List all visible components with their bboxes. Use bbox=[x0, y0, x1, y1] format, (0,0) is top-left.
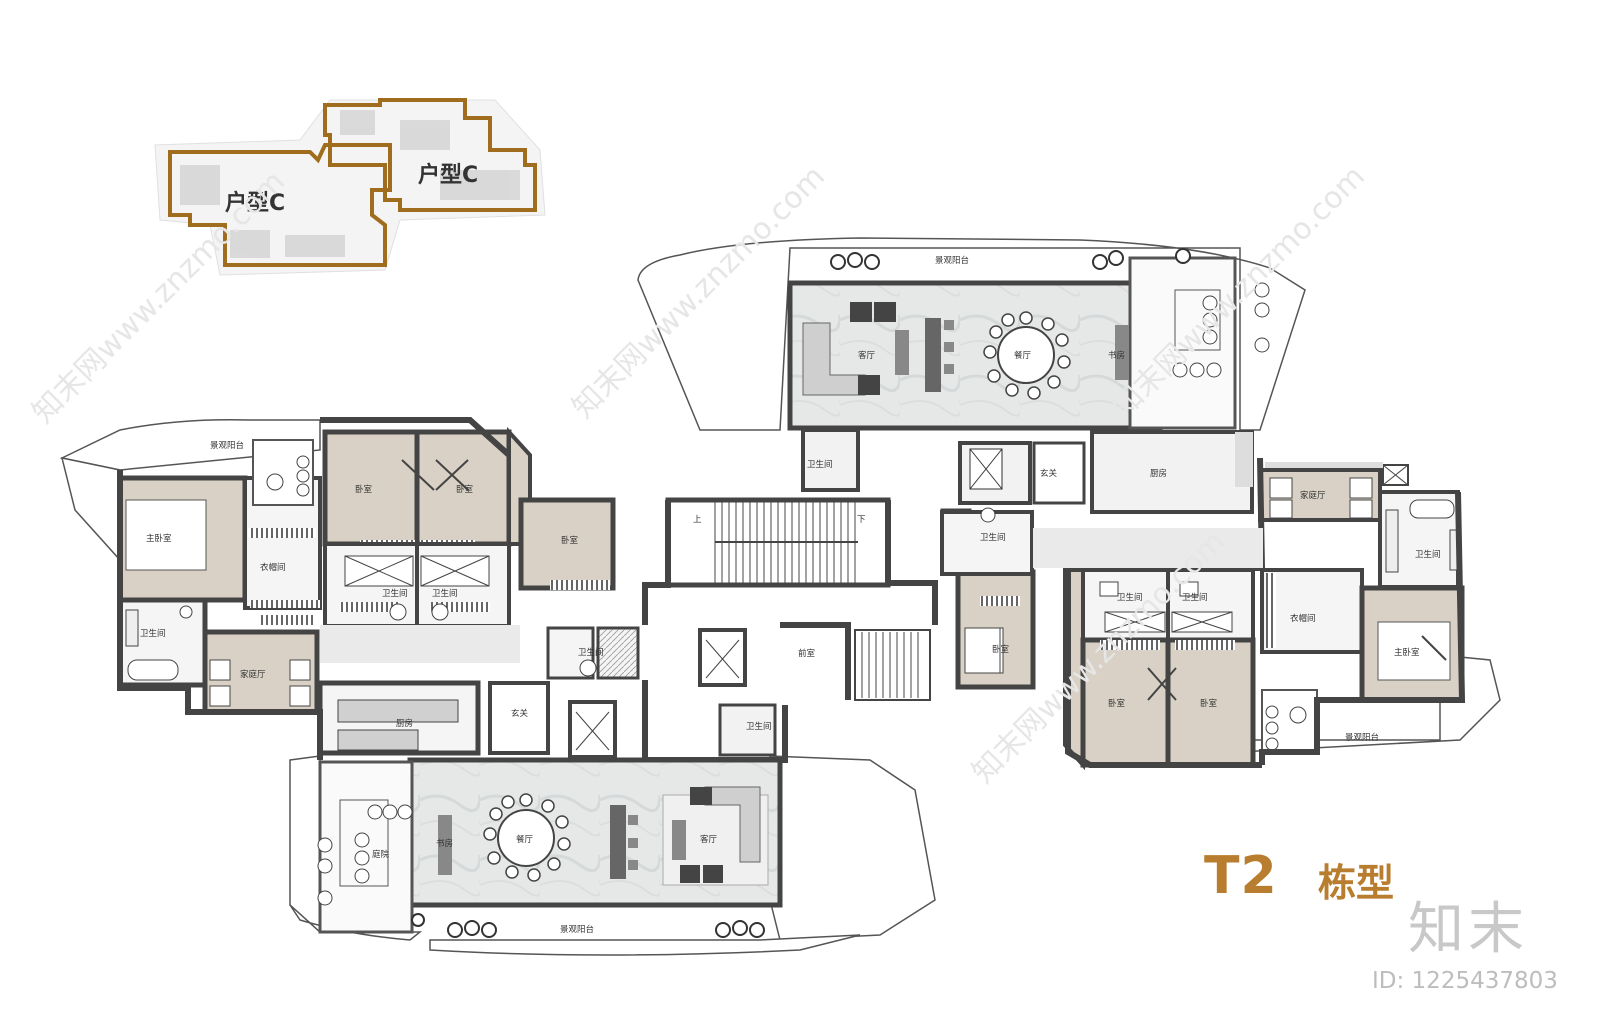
building-code: T2 bbox=[1204, 846, 1278, 906]
bottom-unit bbox=[317, 757, 783, 938]
label-core-front-room: 前室 bbox=[798, 648, 816, 659]
label-left-entry: 玄关 bbox=[511, 708, 529, 719]
label-bottom-balcony: 景观阳台 bbox=[560, 924, 594, 935]
watermark-logo: 知末 bbox=[1408, 897, 1528, 962]
key-plan: 户型C 户型C bbox=[154, 98, 546, 276]
label-left-wc2: 卫生间 bbox=[432, 588, 458, 599]
right-unit bbox=[940, 457, 1466, 771]
label-right-wc1: 卫生间 bbox=[1117, 592, 1143, 603]
label-right-wc2: 卫生间 bbox=[1182, 592, 1208, 603]
label-core-wc: 卫生间 bbox=[746, 721, 772, 732]
label-left-master: 主卧室 bbox=[146, 533, 172, 544]
label-bottom-study: 书房 bbox=[436, 838, 453, 849]
label-left-closet: 衣帽间 bbox=[260, 562, 286, 573]
label-right-closet: 衣帽间 bbox=[1290, 613, 1316, 624]
label-left-wc1: 卫生间 bbox=[382, 588, 408, 599]
label-left-master-wc: 卫生间 bbox=[140, 628, 166, 639]
top-unit bbox=[787, 248, 1270, 514]
room-labels: 景观阳台 客厅 餐厅 书房 卫生间 玄关 厨房 景观阳台 主卧室 衣帽间 卫生间… bbox=[140, 255, 1441, 935]
label-right-bed-small: 卧室 bbox=[992, 644, 1010, 655]
label-left-bed3: 卧室 bbox=[561, 535, 579, 546]
central-core bbox=[568, 497, 972, 763]
label-left-wc3: 卫生间 bbox=[578, 647, 604, 658]
label-top-study: 书房 bbox=[1108, 350, 1125, 361]
label-bottom-garden: 庭院 bbox=[372, 849, 390, 860]
left-unit bbox=[117, 417, 616, 760]
key-plan-unit-left: 户型C bbox=[225, 190, 285, 216]
label-left-kitchen: 厨房 bbox=[396, 718, 413, 729]
label-bottom-living: 客厅 bbox=[700, 834, 718, 845]
balcony-outlines bbox=[59, 237, 1501, 956]
key-plan-unit-right: 户型C bbox=[418, 162, 478, 188]
label-right-family: 家庭厅 bbox=[1300, 490, 1326, 501]
label-top-kitchen: 厨房 bbox=[1150, 468, 1167, 479]
label-bottom-dining: 餐厅 bbox=[516, 835, 534, 845]
label-right-master-wc: 卫生间 bbox=[1415, 549, 1441, 560]
label-right-balcony: 景观阳台 bbox=[1345, 732, 1379, 743]
label-top-wc: 卫生间 bbox=[807, 459, 833, 470]
label-right-bed1: 卧室 bbox=[1108, 698, 1126, 709]
label-left-bed1: 卧室 bbox=[355, 484, 373, 495]
label-core-down: 下 bbox=[857, 515, 866, 525]
label-right-bed2: 卧室 bbox=[1200, 698, 1218, 709]
label-left-balcony: 景观阳台 bbox=[210, 440, 244, 451]
label-left-family: 家庭厅 bbox=[240, 669, 266, 680]
label-top-living: 客厅 bbox=[858, 350, 876, 361]
label-top-balcony: 景观阳台 bbox=[935, 255, 969, 266]
label-right-wc-small: 卫生间 bbox=[980, 532, 1006, 543]
label-top-entry: 玄关 bbox=[1040, 468, 1058, 479]
building-type: 栋型 bbox=[1318, 861, 1395, 905]
label-left-bed2: 卧室 bbox=[456, 484, 474, 495]
label-right-master: 主卧室 bbox=[1394, 647, 1420, 658]
label-top-dining: 餐厅 bbox=[1014, 351, 1032, 361]
label-core-up: 上 bbox=[693, 515, 702, 525]
watermark-id: ID: 1225437803 bbox=[1372, 968, 1558, 994]
